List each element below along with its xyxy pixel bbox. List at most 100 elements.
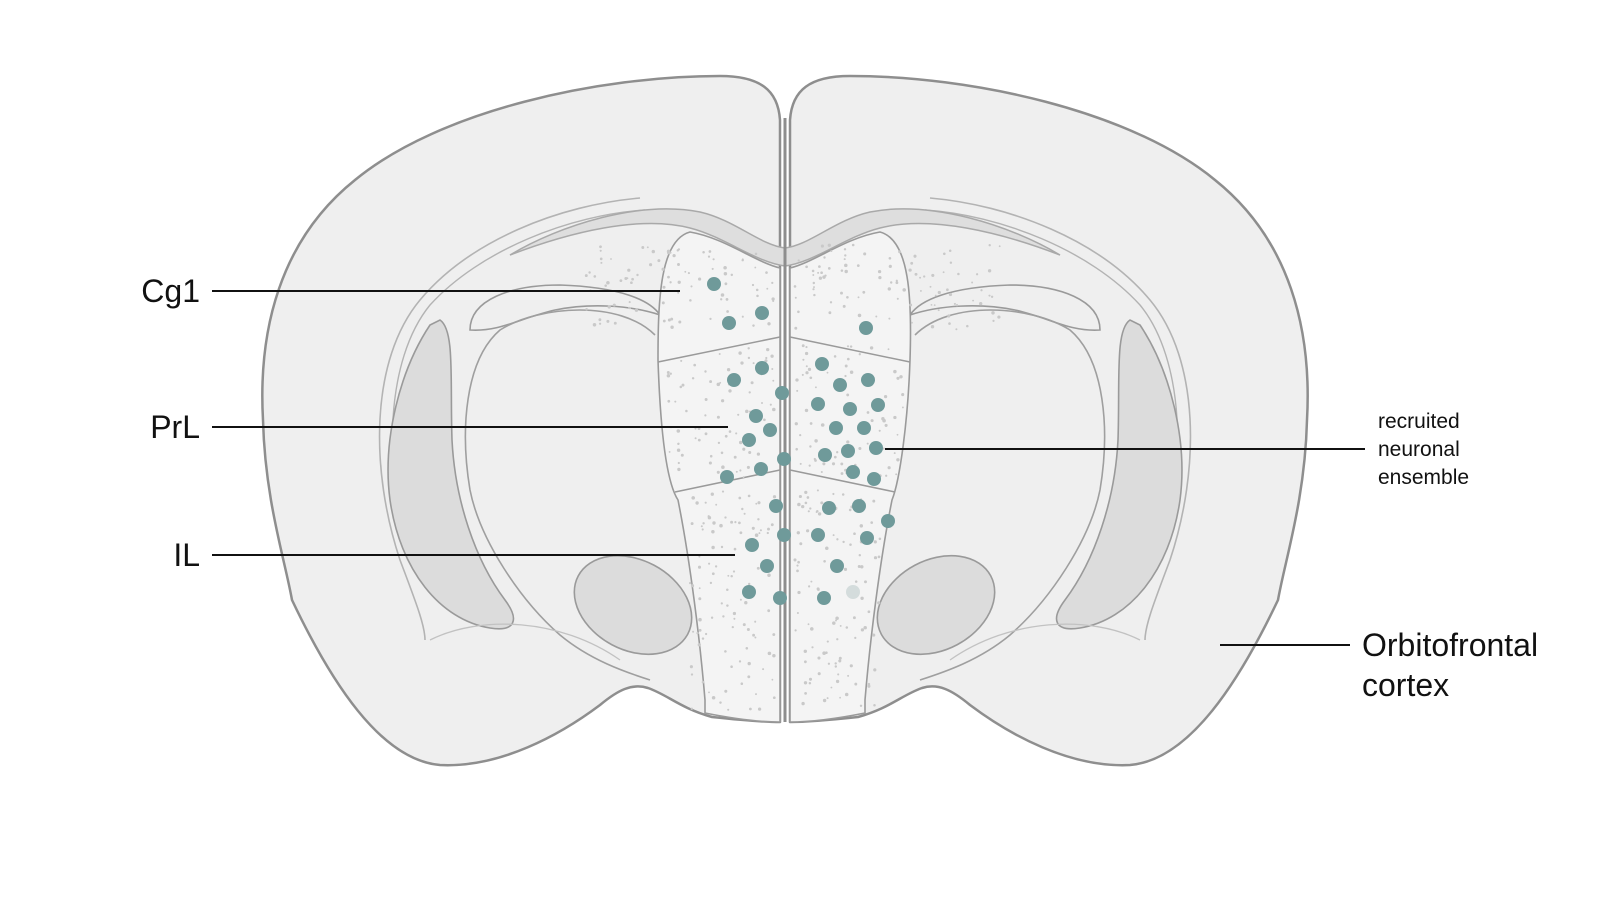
speckle-dot xyxy=(867,610,871,614)
speckle-dot xyxy=(742,623,746,627)
speckle-dot xyxy=(754,620,757,623)
recruited-neurons xyxy=(707,277,895,605)
il-label: IL xyxy=(173,537,200,573)
speckle-dot xyxy=(801,344,805,348)
speckle-dot xyxy=(887,466,891,470)
speckle-dot xyxy=(710,616,714,619)
speckle-dot xyxy=(878,275,882,280)
speckle-dot xyxy=(830,249,833,253)
speckle-dot xyxy=(934,294,937,297)
speckle-dot xyxy=(720,545,724,549)
speckle-dot xyxy=(719,381,722,384)
speckle-dot xyxy=(847,674,850,677)
speckle-dot xyxy=(756,294,759,298)
speckle-dot xyxy=(838,659,842,663)
speckle-dot xyxy=(803,649,808,654)
speckle-dot xyxy=(867,684,871,688)
speckle-dot xyxy=(805,365,808,368)
speckle-dot xyxy=(667,399,671,403)
speckle-dot xyxy=(757,707,762,711)
speckle-dot xyxy=(843,248,847,251)
speckle-dot xyxy=(744,601,748,605)
speckle-dot xyxy=(807,367,812,372)
speckle-dot xyxy=(754,252,758,256)
speckle-dot xyxy=(826,371,829,374)
speckle-dot xyxy=(709,454,713,458)
speckle-dot xyxy=(887,287,891,291)
speckle-dot xyxy=(801,373,804,376)
speckle-dot xyxy=(669,372,672,375)
speckle-dot xyxy=(794,629,797,632)
speckle-dot xyxy=(860,596,864,600)
speckle-dot xyxy=(825,546,829,550)
neuron-dot xyxy=(755,361,769,375)
speckle-dot xyxy=(730,520,734,524)
speckle-dot xyxy=(878,429,881,432)
speckle-dot xyxy=(670,317,674,321)
speckle-dot xyxy=(717,441,721,445)
speckle-dot xyxy=(751,283,755,287)
speckle-dot xyxy=(651,249,655,254)
speckle-dot xyxy=(797,310,800,314)
speckle-dot xyxy=(767,609,771,613)
speckle-dot xyxy=(817,672,821,676)
speckle-dot xyxy=(923,275,926,278)
speckle-dot xyxy=(848,508,852,512)
neuron-dot xyxy=(869,441,883,455)
speckle-dot xyxy=(677,442,680,445)
speckle-dot xyxy=(726,310,729,313)
speckle-dot xyxy=(902,288,906,292)
speckle-dot xyxy=(702,251,705,254)
speckle-dot xyxy=(698,628,702,632)
speckle-dot xyxy=(893,415,897,420)
speckle-dot xyxy=(860,565,864,569)
speckle-dot xyxy=(693,363,697,367)
speckle-dot xyxy=(877,269,882,274)
speckle-dot xyxy=(881,417,885,421)
speckle-dot xyxy=(793,558,797,562)
speckle-dot xyxy=(835,619,837,622)
speckle-dot xyxy=(901,406,904,409)
cell-speckles xyxy=(584,243,1001,711)
neuron-dot xyxy=(760,559,774,573)
speckle-dot xyxy=(805,529,810,533)
speckle-dot xyxy=(813,286,815,289)
speckle-dot xyxy=(948,249,952,252)
right-striatum-boundary xyxy=(914,309,1106,681)
speckle-dot xyxy=(666,373,671,378)
speckle-dot xyxy=(882,447,885,450)
neuron-dot xyxy=(754,462,768,476)
speckle-dot xyxy=(827,662,831,665)
speckle-dot xyxy=(826,697,829,700)
speckle-dot xyxy=(757,518,760,521)
speckle-dot xyxy=(742,476,745,479)
speckle-dot xyxy=(710,492,714,496)
neuron-dot xyxy=(833,378,847,392)
speckle-dot xyxy=(755,502,758,505)
ofc-label-line2: cortex xyxy=(1362,667,1449,703)
left-orbital-arc xyxy=(429,623,621,661)
speckle-dot xyxy=(740,361,744,365)
speckle-dot xyxy=(694,427,697,430)
speckle-dot xyxy=(739,531,743,535)
speckle-dot xyxy=(804,501,808,505)
speckle-dot xyxy=(734,521,737,524)
speckle-dot xyxy=(689,581,692,585)
speckle-dot xyxy=(701,637,705,640)
speckle-dot xyxy=(666,249,671,254)
speckle-dot xyxy=(630,281,633,285)
neuron-dot xyxy=(720,470,734,484)
speckle-dot xyxy=(756,452,761,456)
speckle-dot xyxy=(677,467,681,472)
speckle-dot xyxy=(748,450,752,455)
speckle-dot xyxy=(769,403,772,406)
speckle-dot xyxy=(814,459,817,462)
speckle-dot xyxy=(724,689,728,693)
speckle-dot xyxy=(680,453,684,457)
speckle-dot xyxy=(628,301,631,304)
speckle-dot xyxy=(888,256,892,260)
speckle-dot xyxy=(730,273,734,277)
neuron-dot xyxy=(829,421,843,435)
speckle-dot xyxy=(761,402,763,404)
speckle-dot xyxy=(846,357,850,361)
